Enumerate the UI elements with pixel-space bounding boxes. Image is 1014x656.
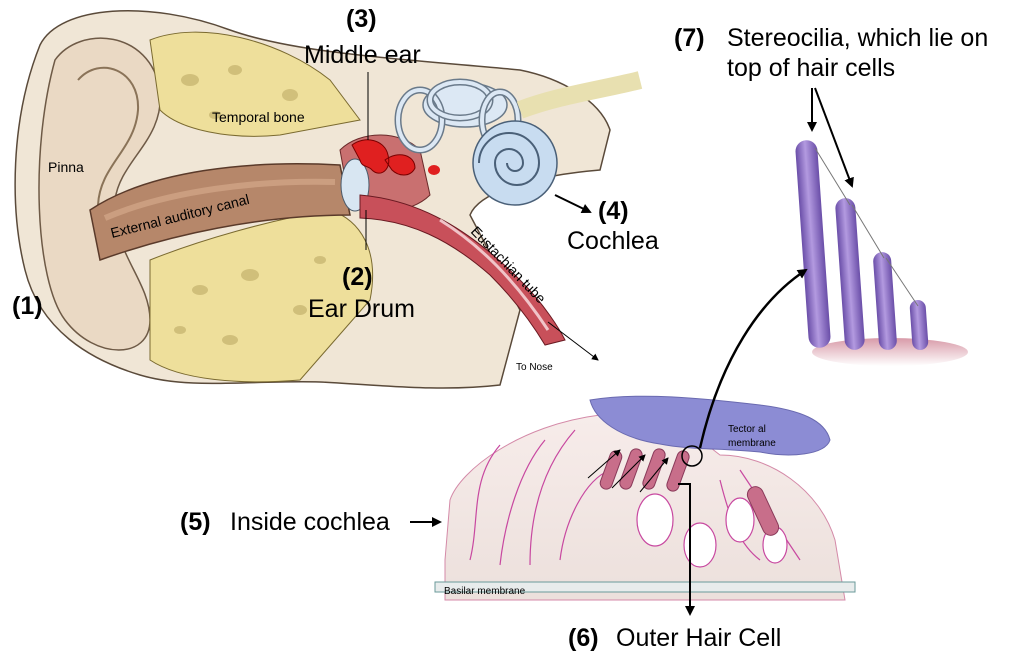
label-inside-cochlea: Inside cochlea [230,508,390,536]
label-number-4: (4) [598,197,629,225]
label-number-1: (1) [12,292,43,320]
label-number-2: (2) [342,263,373,291]
label-outer-hair-cell: Outer Hair Cell [616,624,781,652]
tip-links [815,148,918,306]
label-stereocilia-line1: Stereocilia, which lie on [727,24,988,52]
label-number-3: (3) [346,5,377,33]
label-cochlea: Cochlea [567,227,659,255]
stereocilia-arrow-2 [815,88,852,186]
stereocilium-2 [835,197,866,350]
label-number-6: (6) [568,624,599,652]
label-tectorial-line2: membrane [728,438,776,449]
cochlea-spiral [473,121,557,205]
label-pinna: Pinna [48,159,84,175]
label-to-nose: To Nose [516,362,553,373]
label-ear-drum: Ear Drum [308,295,415,323]
label-middle-ear: Middle ear [304,41,421,69]
ossicle-stapes [428,165,440,175]
inside-cochlea-illustration [435,396,855,600]
label-temporal-bone: Temporal bone [212,109,305,125]
cochlea-arrow [555,195,590,212]
label-number-5: (5) [180,508,211,536]
label-basilar-membrane: Basilar membrane [444,586,526,597]
label-number-7: (7) [674,24,705,52]
label-stereocilia-line2: top of hair cells [727,54,895,82]
stereocilia-illustration [795,139,968,366]
label-tectorial-line1: Tector al [728,424,766,435]
stereocilium-3 [873,251,898,350]
stereocilium-1 [795,139,831,348]
